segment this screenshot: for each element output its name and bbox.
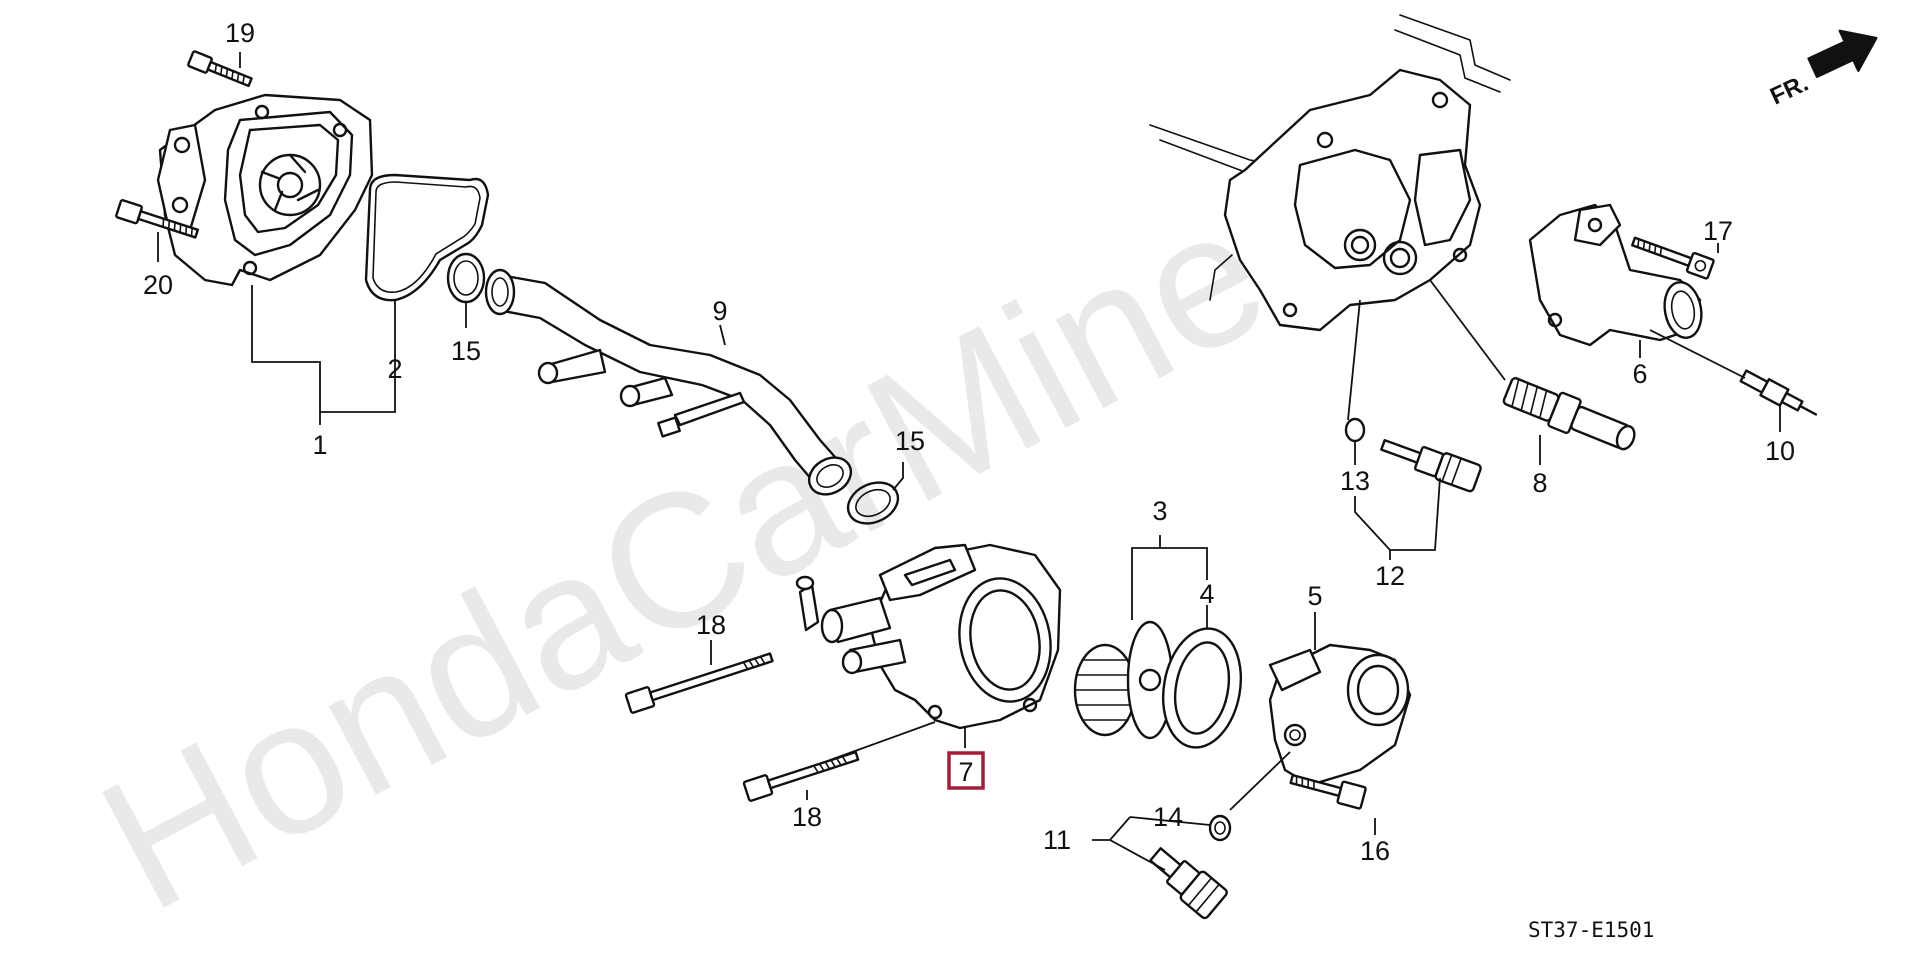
diagram-code: ST37-E1501 [1528,918,1654,942]
callout-12[interactable]: 12 [1375,561,1405,591]
callout-4[interactable]: 4 [1199,579,1214,609]
bolt-20[interactable] [624,648,774,714]
front-indicator-label: FR. [1766,70,1812,111]
callout-7-highlight [947,751,985,790]
sensor-11[interactable] [1144,841,1228,920]
callout-10[interactable]: 10 [1765,436,1795,466]
callout-5[interactable]: 5 [1307,581,1322,611]
bolt-19[interactable] [742,746,860,802]
water-pump[interactable] [156,93,374,287]
bolt-18-left[interactable] [115,199,200,242]
callout-8[interactable]: 8 [1532,468,1547,498]
callout-14[interactable]: 14 [1153,802,1183,832]
callout-15-lower[interactable]: 15 [895,426,925,456]
callout-18-right[interactable]: 17 [1703,216,1733,246]
callout-1[interactable]: 1 [312,430,327,460]
callout-13[interactable]: 13 [1340,466,1370,496]
bolt-16[interactable] [1289,768,1367,810]
callout-18-left[interactable]: 20 [143,270,173,300]
thermostat-housing[interactable] [795,543,1062,730]
water-pipe[interactable] [484,268,858,502]
water-outlet[interactable] [1528,203,1706,347]
thermostat-seal[interactable] [1154,622,1250,753]
o-ring-lower[interactable] [841,475,904,531]
thermostat-cover[interactable] [1268,643,1412,787]
bolt-17[interactable] [187,50,253,90]
callout-15-upper[interactable]: 15 [451,336,481,366]
front-direction-arrow [1807,29,1878,78]
washer-13[interactable] [1344,417,1366,443]
pump-gasket[interactable] [364,173,490,302]
callout-6[interactable]: 6 [1632,359,1647,389]
callout-20[interactable]: 18 [696,610,726,640]
callout-9[interactable]: 9 [712,296,727,326]
bolt-18-right[interactable] [1630,232,1715,280]
callout-16[interactable]: 16 [1360,836,1390,866]
callout-2[interactable]: 2 [387,354,402,384]
temperature-sensor-10[interactable] [1739,368,1820,422]
thermostat[interactable] [1073,620,1174,740]
callout-11[interactable]: 11 [1043,825,1071,855]
callout-19[interactable]: 18 [792,802,822,832]
callout-17[interactable]: 19 [225,18,255,48]
callout-7[interactable]: 7 [958,757,973,787]
callout-leaders [157,52,1781,871]
callout-3[interactable]: 3 [1152,496,1167,526]
washer-14[interactable] [1208,814,1232,842]
callout-labels: 19 20 1 2 15 9 15 3 4 5 7 18 18 14 11 16… [143,18,1795,866]
sensor-12[interactable] [1378,432,1482,493]
sensor-8[interactable] [1501,373,1640,457]
